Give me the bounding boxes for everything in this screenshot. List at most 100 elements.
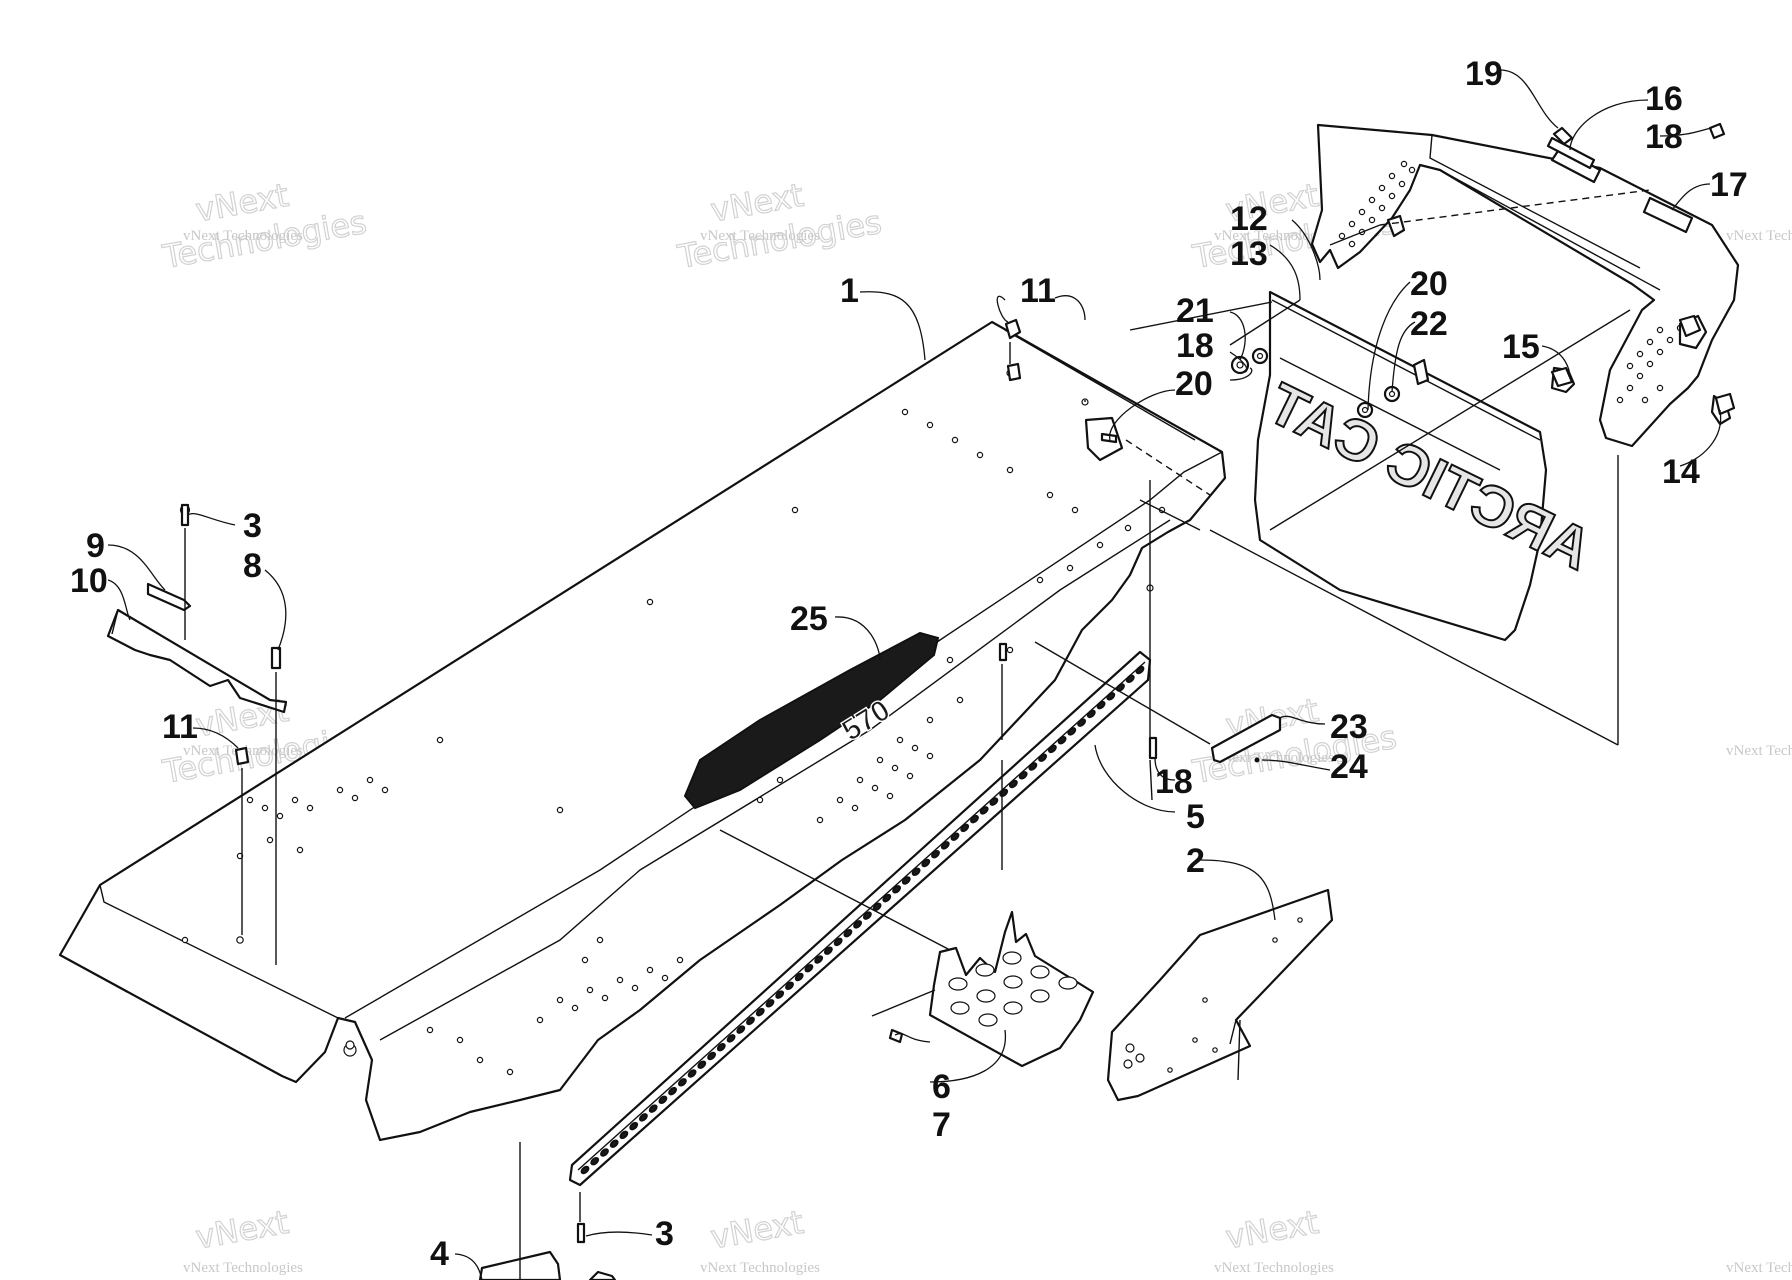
callout-label: 20 <box>1410 265 1448 303</box>
callout-label: 4 <box>430 1235 449 1273</box>
rail-slot <box>658 1095 668 1105</box>
callout-label: 16 <box>1645 80 1683 118</box>
callout-label: 6 <box>932 1068 951 1106</box>
rail-slot <box>609 1139 619 1148</box>
callout-label: 18 <box>1155 763 1193 801</box>
rail-slot <box>1077 718 1086 727</box>
rail-slot <box>668 1086 677 1096</box>
rail-slot <box>580 1165 590 1175</box>
rail-slot <box>707 1051 716 1061</box>
watermark-text: vNext Technologies <box>1214 228 1334 244</box>
rail-slot <box>619 1130 629 1140</box>
callout-label: 2 <box>1186 842 1205 880</box>
rail-slot <box>678 1078 687 1087</box>
rail-slot <box>911 867 921 877</box>
rail-slot <box>1057 735 1067 745</box>
rail-slot <box>989 797 999 806</box>
rail-slot <box>1028 762 1038 771</box>
rail-slot <box>892 885 901 894</box>
rail-slot <box>1018 771 1028 780</box>
rail-slot <box>1096 700 1106 710</box>
rail-slot <box>960 823 970 833</box>
callout-label: 23 <box>1330 708 1368 746</box>
callout-label: 25 <box>790 600 828 638</box>
leader-lines <box>107 69 1722 1280</box>
rail-slot <box>746 1016 755 1026</box>
rail-slot <box>882 893 892 903</box>
rail-slot <box>872 902 882 912</box>
rail-slot <box>804 963 814 973</box>
assembly-lines <box>184 189 1651 1280</box>
mounting-plate <box>1210 713 1282 764</box>
watermark-text: vNext Technologies <box>1726 228 1792 244</box>
rail-slot <box>775 990 785 999</box>
callout-label: 9 <box>86 527 105 565</box>
watermark-text: vNext Technologies <box>183 1260 303 1276</box>
callout-label: 14 <box>1662 453 1700 491</box>
rail-slot <box>1086 709 1096 719</box>
rail-slot <box>1135 665 1145 675</box>
watermark-logo: vNext <box>1223 1203 1322 1257</box>
rail-slot <box>1125 674 1135 684</box>
rail-slot <box>794 972 804 982</box>
lower-bracket <box>478 1250 617 1280</box>
rail-slot <box>755 1007 765 1017</box>
callout-label: 19 <box>1465 55 1503 93</box>
callout-label: 24 <box>1330 748 1368 786</box>
rail-slots <box>580 665 1145 1175</box>
callout-label: 21 <box>1176 292 1214 330</box>
rail-slot <box>950 832 960 841</box>
callout-label: 18 <box>1176 327 1214 365</box>
watermark-text: vNext Technologies <box>1214 1260 1334 1276</box>
rail-slot <box>697 1060 707 1069</box>
callout-label: 11 <box>162 708 198 746</box>
rail-slot <box>921 858 931 868</box>
callout-labels: 1 11 11 11 3 8 9 10 25 2 5 6 7 18 18 18 … <box>70 55 1748 1273</box>
rail-slot <box>629 1121 639 1131</box>
footrest-plate <box>928 910 1095 1068</box>
watermark-text: vNext Technologies <box>1726 1260 1792 1276</box>
rail-slot <box>648 1104 658 1113</box>
rail-slot <box>931 849 940 859</box>
rail-slot <box>1048 744 1057 754</box>
callout-label: 7 <box>932 1106 951 1144</box>
rail-slot <box>863 911 872 920</box>
snow-flap: ARCTIC CAT <box>1253 290 1602 642</box>
tunnel-vent-holes <box>181 408 1166 1076</box>
callout-label: 1 <box>840 272 859 310</box>
rail-slot <box>1038 753 1047 762</box>
callout-label: 5 <box>1186 798 1205 836</box>
rail-slot <box>979 806 989 815</box>
rail-slot <box>726 1034 736 1043</box>
callout-label: 15 <box>1502 328 1540 366</box>
callout-label: 3 <box>243 507 262 545</box>
callout-label: 11 <box>1020 272 1056 310</box>
rail-slot <box>833 937 843 947</box>
bracket-assembly-left <box>106 582 288 714</box>
rail-strip <box>568 650 1152 1187</box>
callout-label: 17 <box>1710 166 1748 204</box>
watermark-logo: vNext <box>708 1203 807 1257</box>
watermark-text: vNext Technologies <box>1214 750 1334 766</box>
watermark-text: vNext Technologies <box>700 228 820 244</box>
bumper-grip-holes <box>1338 160 1684 404</box>
rail-slot <box>824 946 833 955</box>
rail-slot <box>940 841 950 850</box>
callout-label: 18 <box>1645 118 1683 156</box>
rail-slot <box>639 1113 648 1122</box>
rail-slot <box>843 928 853 938</box>
callout-label: 20 <box>1175 365 1213 403</box>
tunnel-panel <box>58 320 1227 1142</box>
rail-slot <box>687 1069 697 1078</box>
watermark-logo: vNext <box>193 1203 292 1257</box>
watermark-text: vNext Technologies <box>183 228 303 244</box>
watermark-text: vNext Technologies <box>1726 743 1792 759</box>
rail-slot <box>716 1042 726 1052</box>
rail-slot <box>600 1148 609 1157</box>
rail-slot <box>1009 779 1018 789</box>
hardware <box>179 122 1736 1244</box>
rail-slot <box>853 920 862 929</box>
rail-slot <box>970 814 979 824</box>
callout-label: 3 <box>655 1215 674 1253</box>
